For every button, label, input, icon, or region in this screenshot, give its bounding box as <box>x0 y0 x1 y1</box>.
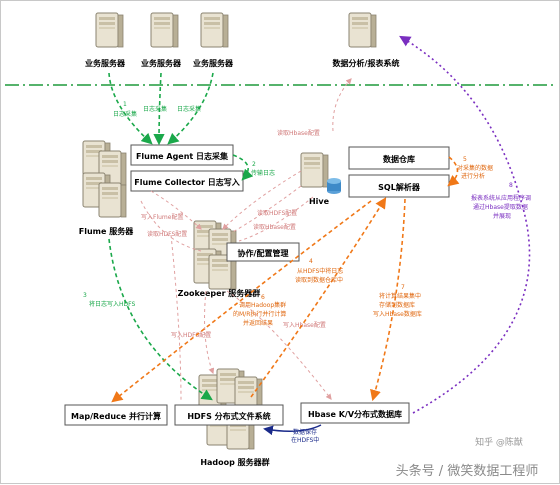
step8-text-b: 通过Hbase提取数据 <box>473 203 528 211</box>
flume-server-icon <box>82 140 127 218</box>
step4-text-b: 读取到数据仓库中 <box>295 276 343 284</box>
step1-number: 1 <box>123 101 127 108</box>
arrow-step-1 <box>108 72 214 146</box>
step5-number: 5 <box>463 156 467 163</box>
step6-text-b: 的M/R执行并行计算 <box>233 310 286 318</box>
step8-text-c: 并展现 <box>493 212 511 220</box>
config-label-5: 读取Hbase配置 <box>253 223 296 231</box>
watermark-zhihu: 知乎 @陈猷 <box>475 436 523 448</box>
storage-label-b: 在HDFS中 <box>291 436 319 444</box>
arrow-step-6 <box>111 200 372 403</box>
config-label-6: 写入HDFS配置 <box>171 332 211 339</box>
data-warehouse-box: 数据仓库 <box>348 146 450 170</box>
hdfs-text: HDFS 分布式文件系统 <box>187 411 270 421</box>
mapreduce-text: Map/Reduce 并行计算 <box>71 411 161 421</box>
step2-text: 传输日志 <box>251 169 275 177</box>
arrow-hbase-to-hdfs <box>263 424 322 436</box>
step4-text-a: 从HDFS中将日志 <box>297 267 343 275</box>
config-label-1: 读取Hbase配置 <box>277 129 320 137</box>
hdfs-box: HDFS 分布式文件系统 <box>174 404 284 426</box>
business-server-icon-2 <box>150 12 179 48</box>
step5-text-b: 进行分析 <box>461 172 485 180</box>
step7-text-a: 将计算结果集中 <box>379 292 421 300</box>
storage-label-a: 数据保存 <box>293 428 317 436</box>
watermark-toutiao: 头条号 / 微笑数据工程师 <box>396 463 539 479</box>
hbase-text: Hbase K/V分布式数据库 <box>308 409 402 419</box>
step6-text-a: 调用Hadoop集群 <box>239 301 286 309</box>
step6-text-c: 并返回结果 <box>243 319 273 327</box>
step8-number: 8 <box>509 182 513 189</box>
step8-text-a: 报表系统从应用程序调 <box>471 194 531 202</box>
biz-server-label-3: 业务服务器 <box>193 58 234 68</box>
step7-number: 7 <box>401 284 405 291</box>
flume-collector-box: Flume Collector 日志写入 <box>130 170 244 192</box>
step3-number: 3 <box>83 292 87 299</box>
step3-text: 将日志写入HDFS <box>89 300 135 308</box>
config-label-2: 写入Flume配置 <box>141 214 183 221</box>
step7-text-b: 存储到数据库 <box>379 301 415 309</box>
flume-agent-text: Flume Agent 日志采集 <box>136 151 229 161</box>
step5-text-a: 对采集的数据 <box>457 164 493 172</box>
step6-number: 6 <box>261 294 265 301</box>
hive-server-icon <box>300 152 341 194</box>
step7-text-c: 写入Hbase数据库 <box>373 310 422 318</box>
step4-number: 4 <box>309 258 313 265</box>
flume-server-label: Flume 服务器 <box>79 226 134 236</box>
arrow-step-5 <box>447 156 460 187</box>
step1-text-c: 日志采集 <box>177 105 201 113</box>
report-server-icon <box>348 12 377 48</box>
sql-parser-box: SQL解析器 <box>348 174 450 198</box>
hbase-box: Hbase K/V分布式数据库 <box>300 402 410 424</box>
arrow-step-2 <box>232 154 254 181</box>
coordination-box: 协作/配置管理 <box>226 242 300 262</box>
hive-label: Hive <box>309 197 330 206</box>
flume-agent-box: Flume Agent 日志采集 <box>130 144 234 166</box>
flume-collector-text: Flume Collector 日志写入 <box>134 177 240 187</box>
arrow-step-8 <box>399 35 531 414</box>
hadoop-label: Hadoop 服务器群 <box>200 457 269 467</box>
step1-text-a: 日志采集 <box>113 110 137 118</box>
config-lines <box>140 78 352 402</box>
step2-number: 2 <box>252 161 256 168</box>
zookeeper-label: Zookeeper 服务器群 <box>178 288 261 298</box>
coordination-text: 协作/配置管理 <box>238 248 289 258</box>
sql-parser-text: SQL解析器 <box>378 182 421 192</box>
report-system-label: 数据分析/报表系统 <box>333 58 400 68</box>
config-label-4: 读取HDFS配置 <box>147 230 187 238</box>
step1-text-b: 日志采集 <box>143 105 167 113</box>
arrow-step-3 <box>108 238 213 401</box>
data-warehouse-text: 数据仓库 <box>383 154 415 164</box>
config-label-7: 写入Hbase配置 <box>283 322 326 329</box>
arrow-step-7 <box>370 198 406 402</box>
mapreduce-box: Map/Reduce 并行计算 <box>64 404 168 426</box>
arrow-step-4 <box>250 197 387 398</box>
business-server-icon-3 <box>200 12 229 48</box>
business-server-icon-1 <box>95 12 124 48</box>
biz-server-label-1: 业务服务器 <box>85 58 126 68</box>
biz-server-label-2: 业务服务器 <box>141 58 182 68</box>
config-label-3: 读取HDFS配置 <box>257 209 297 217</box>
